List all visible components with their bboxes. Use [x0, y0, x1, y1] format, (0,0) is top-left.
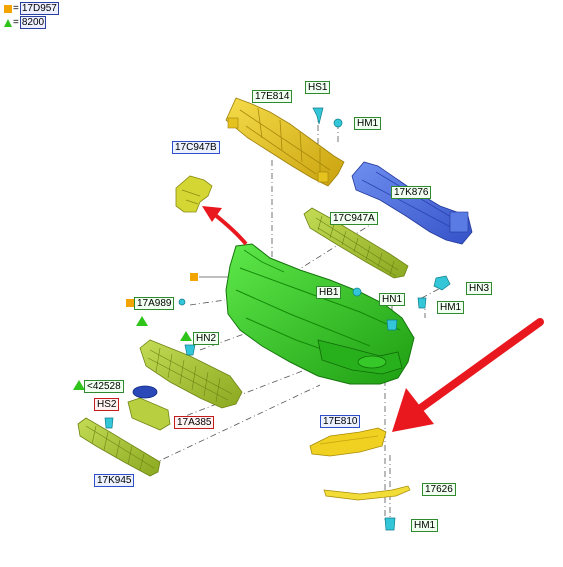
label-hm1-mid[interactable]: HM1 — [437, 301, 465, 314]
label-17k876[interactable]: 17K876 — [391, 186, 432, 199]
label-17e814[interactable]: 17E814 — [252, 90, 293, 103]
big-red-arrow — [414, 318, 544, 414]
legend-code-17d957: 17D957 — [19, 2, 59, 15]
grille-emblem-bracket — [127, 397, 171, 431]
label-17a989[interactable]: 17A989 — [134, 297, 175, 310]
curved-red-arrowhead — [202, 206, 222, 222]
legend-equals: = — [13, 3, 19, 14]
service-square-marker-2 — [126, 299, 134, 307]
legend-code-8200: 8200 — [19, 16, 47, 29]
curved-red-arrow — [212, 212, 248, 246]
ford-emblem — [132, 385, 158, 399]
label-hs1[interactable]: HS1 — [305, 81, 331, 94]
energy-absorber — [303, 207, 409, 279]
label-17e810[interactable]: 17E810 — [320, 415, 361, 428]
label-hn1[interactable]: HN1 — [379, 293, 406, 306]
label-17c947b[interactable]: 17C947B — [172, 141, 220, 154]
label-hn2[interactable]: HN2 — [193, 332, 220, 345]
triangle-symbol — [4, 18, 12, 27]
label-hs2[interactable]: HS2 — [94, 398, 120, 411]
legend-row-triangle: = 8200 — [4, 16, 47, 29]
lower-grille — [139, 339, 243, 409]
label-17a385[interactable]: 17A385 — [174, 416, 215, 429]
fog-lamp-bezel — [309, 427, 387, 457]
label-17c947a[interactable]: 17C947A — [330, 212, 378, 225]
legend-row-service-square: = 17D957 — [4, 2, 59, 15]
square-symbol — [4, 4, 12, 13]
upper-bumper-bracket — [225, 97, 345, 187]
service-square-marker — [190, 273, 198, 281]
label-hn3[interactable]: HN3 — [466, 282, 493, 295]
trim-strip — [323, 485, 411, 501]
big-red-arrowhead — [392, 388, 434, 432]
label-hm1-bottom[interactable]: HM1 — [411, 519, 439, 532]
bottom-grille — [77, 417, 161, 477]
label-hb1[interactable]: HB1 — [316, 286, 342, 299]
left-side-bracket — [175, 175, 213, 213]
bumper-reinforcement-beam — [351, 161, 473, 245]
label-hm1-top[interactable]: HM1 — [354, 117, 382, 130]
label-17626[interactable]: 17626 — [422, 483, 456, 496]
fastener-clips — [104, 107, 451, 531]
front-bumper-cover — [225, 243, 415, 385]
green-triangle-markers — [73, 316, 192, 390]
label-42528[interactable]: <42528 — [84, 380, 124, 393]
legend-equals: = — [13, 17, 19, 28]
label-17k945[interactable]: 17K945 — [94, 474, 135, 487]
